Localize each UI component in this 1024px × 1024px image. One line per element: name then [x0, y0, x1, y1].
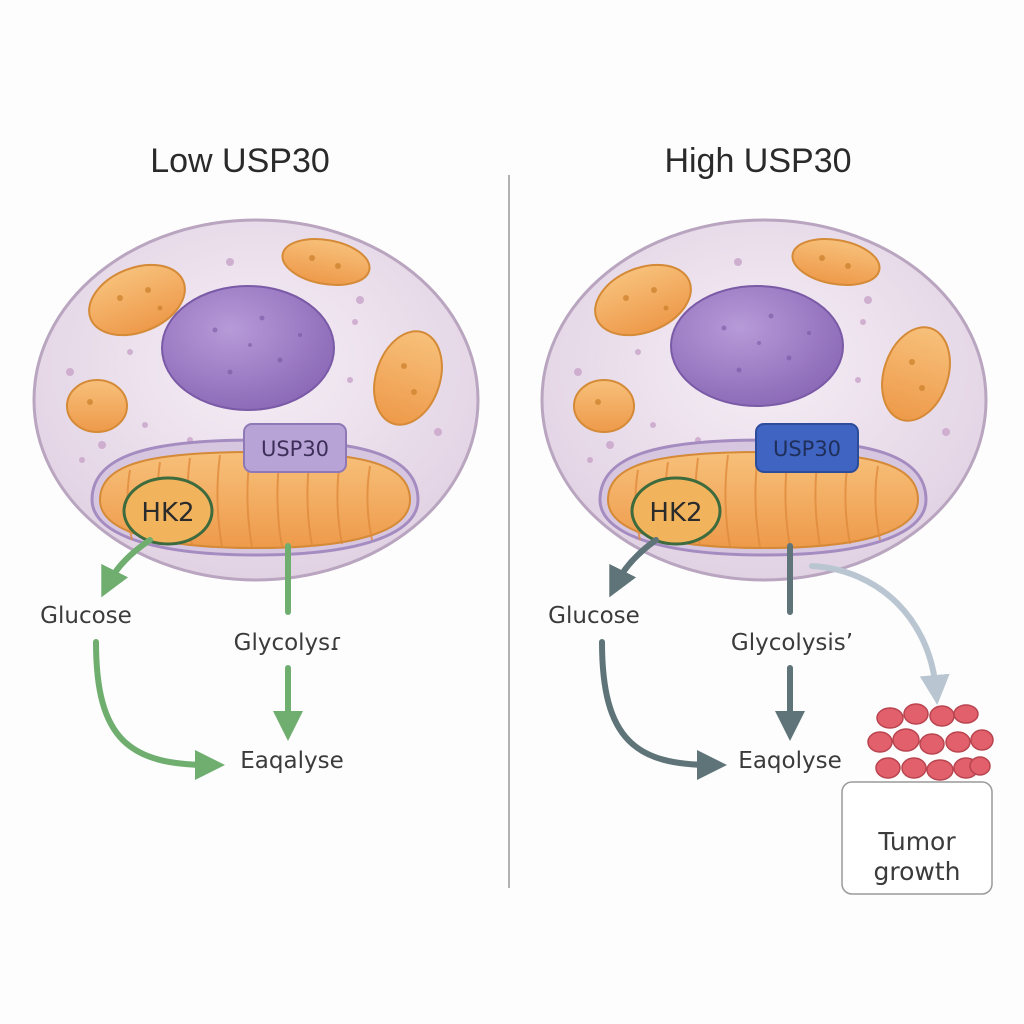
right-panel-title: High USP30 [664, 142, 851, 180]
hk2-label-left: HK2 [141, 498, 194, 528]
glycolysis-label-right: Glycolysis’ [731, 630, 853, 656]
glucose-label-right: Glucose [548, 603, 640, 629]
left-panel-title: Low USP30 [150, 142, 330, 180]
glucose-label-left: Glucose [40, 603, 132, 629]
arrows-left [93, 537, 303, 780]
left-panel: Low USP30 [32, 142, 480, 780]
arrow-glucose-to-product [93, 639, 225, 780]
arrow-hk2-to-glucose [101, 537, 153, 598]
glycolysis-label-left: Glycolysɾ [234, 630, 343, 656]
product-label-left: Eaqalyse [240, 748, 343, 774]
tumor-growth-box: Tumor growth [841, 781, 993, 895]
hk2-badge-left: HK2 [122, 476, 214, 546]
usp30-box-right: USP30 [755, 423, 859, 473]
nucleus-icon [161, 285, 335, 411]
nucleus-icon [670, 285, 844, 407]
arrow-to-tumor [809, 563, 950, 705]
tumor-label-line2: growth [874, 857, 961, 886]
arrow-glucose-to-product [599, 639, 727, 780]
mitochondrion-icon [66, 238, 443, 433]
tumor-label-line1: Tumor [877, 827, 956, 856]
arrows-right [599, 537, 950, 780]
hk2-badge-right: HK2 [630, 476, 722, 546]
right-panel: High USP30 [540, 142, 994, 895]
arrow-hk2-to-glucose [609, 537, 659, 598]
mitochondrion-icon [573, 238, 951, 433]
usp30-label-left: USP30 [261, 437, 329, 461]
product-label-right: Eaqolyse [738, 748, 841, 774]
usp30-label-right: USP30 [773, 437, 841, 461]
hk2-label-right: HK2 [649, 498, 702, 528]
usp30-box-left: USP30 [243, 423, 347, 473]
